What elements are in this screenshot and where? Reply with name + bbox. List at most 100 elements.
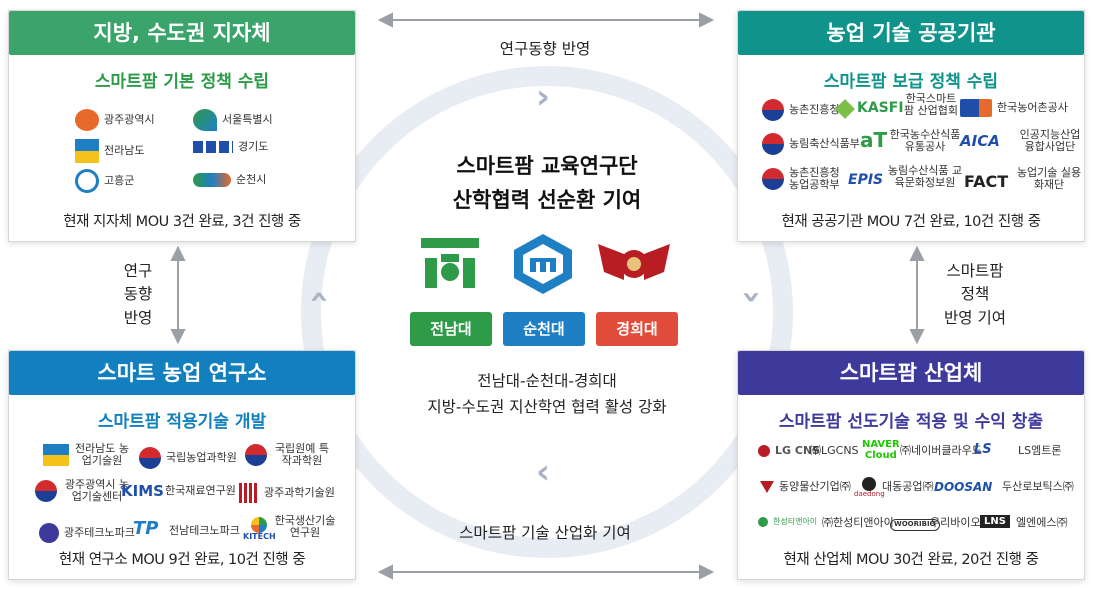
- box-title: 지방, 수도권 지자체: [9, 11, 355, 55]
- org-at: aT: [860, 128, 888, 152]
- lg-logo-icon: [758, 445, 770, 458]
- box-title: 농업 기술 공공기관: [738, 11, 1084, 55]
- org-lgcns-name: ㈜LGCNS: [810, 444, 859, 457]
- org-jntp: TP: [133, 518, 159, 539]
- box-local-government: 지방, 수도권 지자체 스마트팜 기본 정책 수립 광주광역시 서울특별시 전라…: [8, 10, 356, 242]
- org-gist: 광주과학기술원: [239, 483, 335, 503]
- org-ls-name: LS엠트론: [1018, 444, 1062, 457]
- org-mafra: 농림축산식품부: [762, 133, 860, 155]
- org-doosan-name: 두산로보틱스㈜: [1002, 480, 1074, 493]
- chevron-right-icon: ›: [536, 77, 551, 117]
- box-footer: 현재 산업체 MOU 30건 완료, 20건 진행 중: [783, 552, 1039, 568]
- org-gwangju-atc: 광주광역시 농업기술센터: [35, 478, 132, 503]
- org-jntp-name: 전남테크노파크: [169, 524, 240, 537]
- gwangju-logo-icon: [75, 109, 99, 131]
- org-kitech: KITECH: [243, 517, 276, 542]
- center-desc-1: 전남대-순천대-경희대: [477, 372, 617, 390]
- org-rda: 농촌진흥청: [762, 99, 840, 121]
- taegeuk-icon: [762, 133, 784, 155]
- seoul-logo-icon: [193, 109, 217, 131]
- box-subtitle: 스마트팜 적용기술 개발: [97, 412, 267, 432]
- org-fact: FACT: [964, 172, 1009, 191]
- org-hansung-name: ㈜한성티앤아이: [822, 516, 894, 529]
- box-subtitle: 스마트팜 보급 정책 수립: [823, 72, 999, 92]
- org-tym: 동양물산기업㈜: [760, 480, 851, 494]
- org-kims-name: 한국재료연구원: [165, 484, 236, 497]
- org-lns-name: 엘엔에스㈜: [1016, 516, 1068, 529]
- org-at-name: 한국농수산식품 유통공사: [889, 128, 961, 154]
- org-lgcns: LG CNS: [758, 444, 820, 458]
- org-gyeonggi: 경기도: [193, 140, 268, 154]
- org-gwangju: 광주광역시: [75, 109, 155, 131]
- org-suncheon: 순천시: [193, 173, 266, 187]
- kitech-logo-icon: [251, 517, 268, 533]
- daedong-logo-icon: [862, 477, 877, 491]
- scnu-logo-icon: [514, 234, 572, 294]
- tym-logo-icon: [760, 481, 774, 494]
- univ-jnu-badge: 전남대: [410, 312, 492, 346]
- center-title-2: 산학협력 선순환 기여: [452, 188, 642, 212]
- jeonnam-logo-icon: [43, 444, 69, 467]
- box-public-institutions: 농업 기술 공공기관 스마트팜 보급 정책 수립 농촌진흥청 KASFI 한국스…: [737, 10, 1085, 242]
- org-kitech-name: 한국생산기술 연구원: [274, 514, 336, 540]
- jnu-logo-icon: [421, 238, 479, 288]
- org-kims: KIMS: [121, 482, 164, 500]
- box-title: 스마트팜 산업체: [738, 351, 1084, 395]
- org-rda-eng: 농촌진흥청 농업공학부: [762, 166, 849, 191]
- org-doosan: DOOSAN: [934, 480, 993, 494]
- univ-khu-badge: 경희대: [596, 312, 678, 346]
- org-lns: LNS: [980, 515, 1010, 528]
- org-naas: 국립농업과학원: [139, 447, 237, 469]
- org-kasfi-name: 한국스마트팜 산업협회: [903, 92, 959, 118]
- taegeuk-icon: [762, 99, 784, 121]
- flow-label-bottom: 스마트팜 기술 산업화 기여: [459, 524, 631, 542]
- org-wooribio-name: 우리바이오㈜: [930, 516, 992, 529]
- hansung-logo-icon: [758, 517, 768, 527]
- krc-logo-icon: [960, 99, 992, 117]
- box-subtitle: 스마트팜 선도기술 적용 및 수익 창출: [778, 412, 1044, 432]
- org-kasfi: KASFI: [835, 98, 904, 119]
- box-title: 스마트 농업 연구소: [9, 351, 355, 395]
- org-wooribio: WOORIBIO: [890, 519, 940, 531]
- taegeuk-icon: [35, 480, 57, 503]
- gist-logo-icon: [239, 483, 259, 503]
- khu-logo-icon: [598, 244, 670, 280]
- taegeuk-icon: [139, 447, 161, 469]
- org-naver-name: ㈜네이버클라우드: [900, 444, 982, 457]
- kasfi-logo-icon: [835, 98, 855, 119]
- univ-scnu-badge: 순천대: [503, 312, 585, 346]
- org-daedong-name: 대동공업㈜: [882, 480, 934, 493]
- box-footer: 현재 지자체 MOU 3건 완료, 3건 진행 중: [63, 214, 301, 230]
- org-jares: 전라남도 농업기술원: [43, 442, 130, 467]
- org-daedong: daedong: [854, 477, 885, 499]
- chevron-left-icon: ‹: [536, 452, 551, 492]
- taegeuk-icon: [245, 444, 267, 467]
- org-aica: AICA: [960, 132, 1000, 150]
- box-subtitle: 스마트팜 기본 정책 수립: [94, 72, 270, 92]
- org-aica-name: 인공지능산업 융합사업단: [1019, 128, 1081, 154]
- org-epis: EPIS: [848, 172, 884, 188]
- center-desc-2: 지방-수도권 지산학연 협력 활성 강화: [427, 398, 667, 416]
- org-nihhs: 국립원예 특작과학원: [245, 442, 332, 467]
- jeonnam-logo-icon: [75, 139, 99, 163]
- suncheon-logo-icon: [193, 173, 231, 187]
- goheung-logo-icon: [75, 169, 99, 193]
- org-naver-cloud: NAVER Cloud: [862, 439, 900, 461]
- org-hansung: 한성티앤아이: [758, 517, 817, 527]
- center-title-1: 스마트팜 교육연구단: [456, 154, 638, 178]
- box-industry: 스마트팜 산업체 스마트팜 선도기술 적용 및 수익 창출 LG CNS ㈜LG…: [737, 350, 1085, 580]
- org-gjtp: 광주테크노파크: [39, 523, 135, 543]
- org-fact-name: 농업기술 실용화재단: [1016, 166, 1082, 192]
- box-footer: 현재 연구소 MOU 9건 완료, 10건 진행 중: [58, 552, 306, 568]
- org-ls: LS: [974, 442, 992, 457]
- taegeuk-icon: [762, 168, 784, 191]
- org-epis-name: 농림수산식품 교육문화정보원: [887, 164, 963, 190]
- box-footer: 현재 공공기관 MOU 7건 완료, 10건 진행 중: [781, 214, 1041, 230]
- org-krc: 한국농어촌공사: [960, 99, 1068, 117]
- org-seoul: 서울특별시: [193, 109, 273, 131]
- org-goheung: 고흥군: [75, 169, 134, 193]
